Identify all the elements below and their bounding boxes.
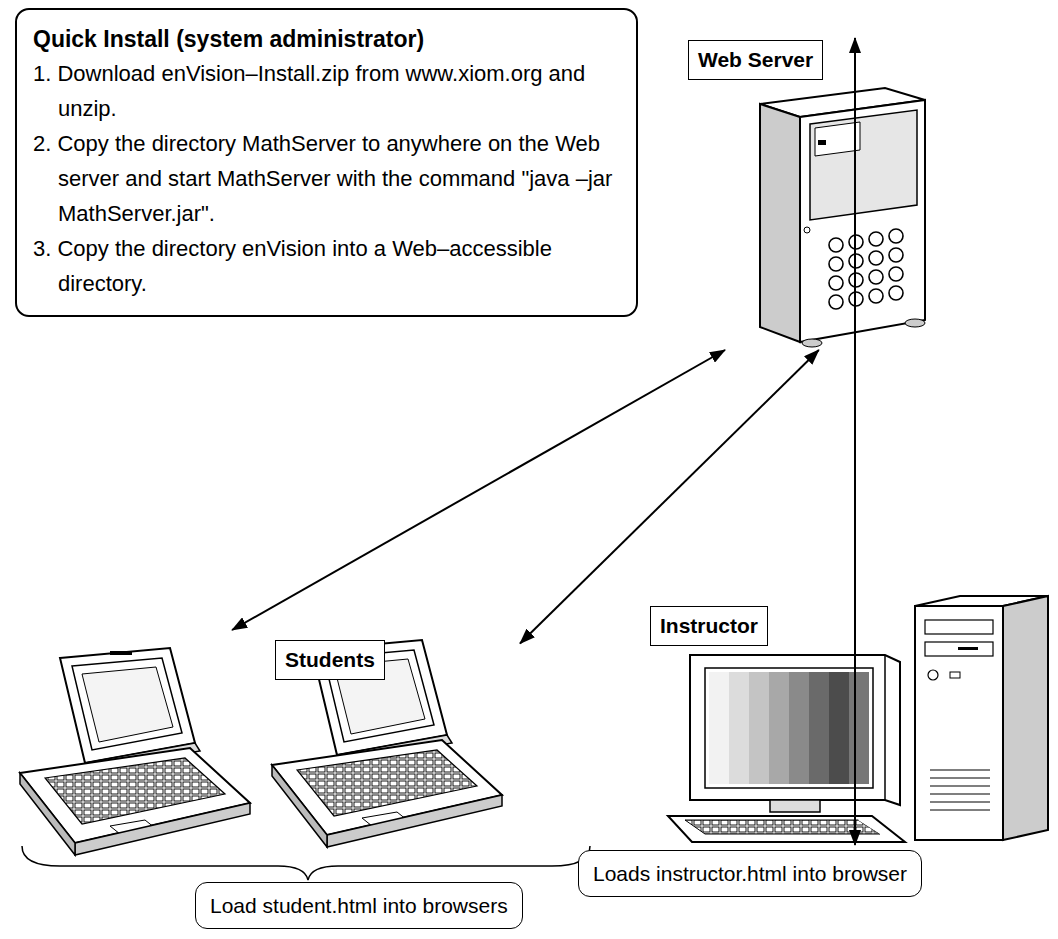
name-label: Students — [275, 640, 385, 680]
instructor-desktop — [930, 777, 990, 778]
instructor-desktop — [915, 606, 1003, 840]
server-tower — [869, 232, 883, 246]
caption-text: Loads instructor.html into browser — [593, 860, 907, 887]
instructor-desktop — [1003, 596, 1048, 840]
instructor-desktop — [749, 672, 769, 784]
server-tower — [804, 227, 810, 233]
arrow-connector — [520, 350, 819, 643]
instructor-desktop — [930, 809, 990, 810]
server-group: Web Server — [680, 38, 930, 350]
instructor-group: Instructor — [637, 600, 1052, 845]
server-tower — [905, 319, 925, 327]
server-tower — [889, 267, 903, 281]
server-tower — [829, 276, 843, 290]
instructor-desktop — [930, 785, 990, 786]
instructor-desktop — [668, 816, 905, 842]
instructor-desktop — [950, 672, 960, 678]
laptop-right — [272, 640, 502, 847]
install-step: 2. Copy the directory MathServer to anyw… — [33, 126, 620, 231]
instructor-desktop — [705, 668, 873, 788]
student-brace — [22, 846, 590, 880]
instructor-desktop — [685, 820, 880, 834]
students-group: Students — [15, 630, 520, 855]
instructor-desktop — [690, 655, 900, 805]
caption-box: Load student.html into browsers — [195, 882, 523, 929]
laptop-left — [20, 648, 250, 855]
instructor-desktop — [925, 642, 993, 656]
instructor-desktop — [709, 672, 729, 784]
server-tower — [829, 238, 843, 252]
instructor-desktop — [849, 672, 869, 784]
install-panel: Quick Install (system administrator)1. D… — [15, 8, 638, 317]
instructor-desktop — [958, 647, 978, 650]
server-tower — [760, 104, 800, 342]
server-tower — [869, 289, 883, 303]
laptop-right — [272, 640, 502, 847]
arrow-connector — [232, 350, 725, 630]
server-tower — [829, 257, 843, 271]
server-tower — [869, 270, 883, 284]
instructor-desktop — [770, 800, 820, 812]
instructor-desktop — [930, 793, 990, 794]
server-tower — [889, 286, 903, 300]
server-tower — [815, 122, 860, 156]
server-tower — [802, 339, 822, 347]
instructor-desktop — [928, 670, 938, 680]
server-tower — [869, 251, 883, 265]
install-step: 1. Download enVision–Install.zip from ww… — [33, 56, 620, 126]
arrow-connector — [854, 38, 856, 845]
instructor-desktop — [930, 801, 990, 802]
install-step: 3. Copy the directory enVision into a We… — [33, 231, 620, 301]
server-tower — [889, 248, 903, 262]
instructor-desktop — [884, 655, 886, 800]
panel-title: Quick Install (system administrator) — [33, 22, 620, 56]
instructor-desktop — [789, 672, 809, 784]
instructor-desktop — [829, 672, 849, 784]
name-label: Web Server — [688, 40, 823, 80]
server-tower — [889, 229, 903, 243]
server-tower — [829, 295, 843, 309]
server-tower — [800, 100, 925, 342]
laptop-left — [20, 648, 250, 855]
instructor-desktop — [925, 620, 993, 634]
caption-text: Load student.html into browsers — [210, 892, 508, 919]
instructor-desktop — [809, 672, 829, 784]
server-tower — [829, 229, 903, 309]
instructor-desktop — [729, 672, 749, 784]
instructor-desktop — [930, 770, 990, 810]
server-tower — [760, 88, 925, 347]
server-tower — [810, 110, 917, 220]
server-tower — [818, 140, 826, 145]
instructor-desktop — [930, 769, 990, 770]
caption-box: Loads instructor.html into browser — [578, 850, 922, 897]
instructor-desktop — [858, 820, 890, 834]
name-label: Instructor — [650, 606, 768, 646]
instructor-desktop — [769, 672, 789, 784]
